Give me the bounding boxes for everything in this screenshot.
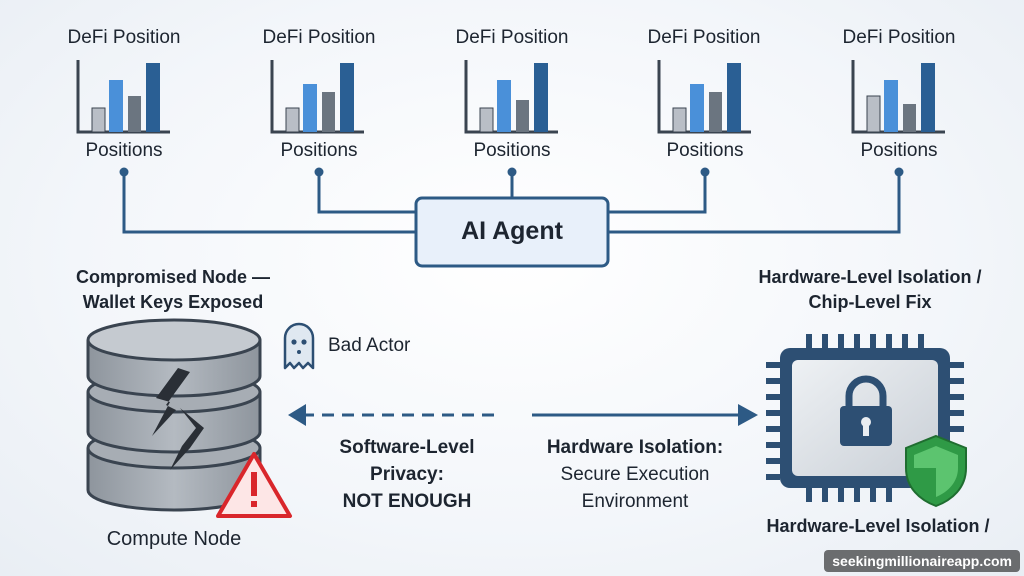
position-label: Positions: [280, 140, 358, 161]
dashed-arrow: [288, 404, 494, 426]
bar-chart-icon: [76, 60, 170, 134]
bar-chart-icon: [657, 60, 751, 134]
lightning-crack-icon: [170, 408, 204, 470]
ghost-icon: [283, 322, 315, 370]
position-title: DeFi Position: [647, 27, 761, 48]
solid-arrow: [532, 404, 758, 426]
software-line: Privacy:: [370, 464, 444, 485]
software-privacy-text: Software-Level Privacy: NOT ENOUGH: [322, 434, 492, 515]
isolation-line: Hardware-Level Isolation /: [758, 267, 982, 287]
position-label: Positions: [473, 140, 551, 161]
warning-icon: [216, 452, 292, 518]
connector-lines: [122, 172, 901, 234]
isolation-heading-top: Hardware-Level Isolation / Chip-Level Fi…: [728, 265, 1012, 315]
not-enough-label: NOT ENOUGH: [342, 491, 472, 512]
position-label: Positions: [85, 140, 163, 161]
bar-chart-icon: [270, 60, 364, 134]
bar-chart-icon: [464, 60, 558, 134]
hardware-line: Environment: [581, 491, 689, 512]
hardware-line: Hardware Isolation:: [546, 437, 724, 458]
isolation-heading-bottom: Hardware-Level Isolation /: [766, 516, 990, 536]
agent-box: [414, 196, 610, 268]
position-title: DeFi Position: [455, 27, 569, 48]
database-icon: [86, 318, 262, 512]
position-label: Positions: [666, 140, 744, 161]
lightning-crack-icon: [152, 368, 190, 436]
compute-node-label: Compute Node: [106, 528, 242, 550]
position-title: DeFi Position: [67, 27, 181, 48]
shield-icon: [905, 434, 967, 508]
bar-chart-icon: [851, 60, 945, 134]
compromised-heading: Compromised Node — Wallet Keys Exposed: [38, 265, 308, 315]
position-title: DeFi Position: [262, 27, 376, 48]
compromised-line: Wallet Keys Exposed: [82, 292, 264, 312]
position-label: Positions: [860, 140, 938, 161]
isolation-line: Chip-Level Fix: [808, 292, 932, 312]
compromised-line: Compromised Node —: [75, 267, 271, 287]
watermark: seekingmillionaireapp.com: [824, 550, 1020, 572]
agent-label: AI Agent: [461, 217, 563, 245]
hardware-line: Secure Execution: [560, 464, 710, 485]
software-line: Software-Level: [339, 437, 475, 458]
connector-dots: [119, 167, 904, 177]
lock-icon: [840, 375, 892, 446]
hardware-isolation-text: Hardware Isolation: Secure Execution Env…: [526, 434, 744, 515]
bad-actor-label: Bad Actor: [328, 335, 411, 356]
position-title: DeFi Position: [842, 27, 956, 48]
